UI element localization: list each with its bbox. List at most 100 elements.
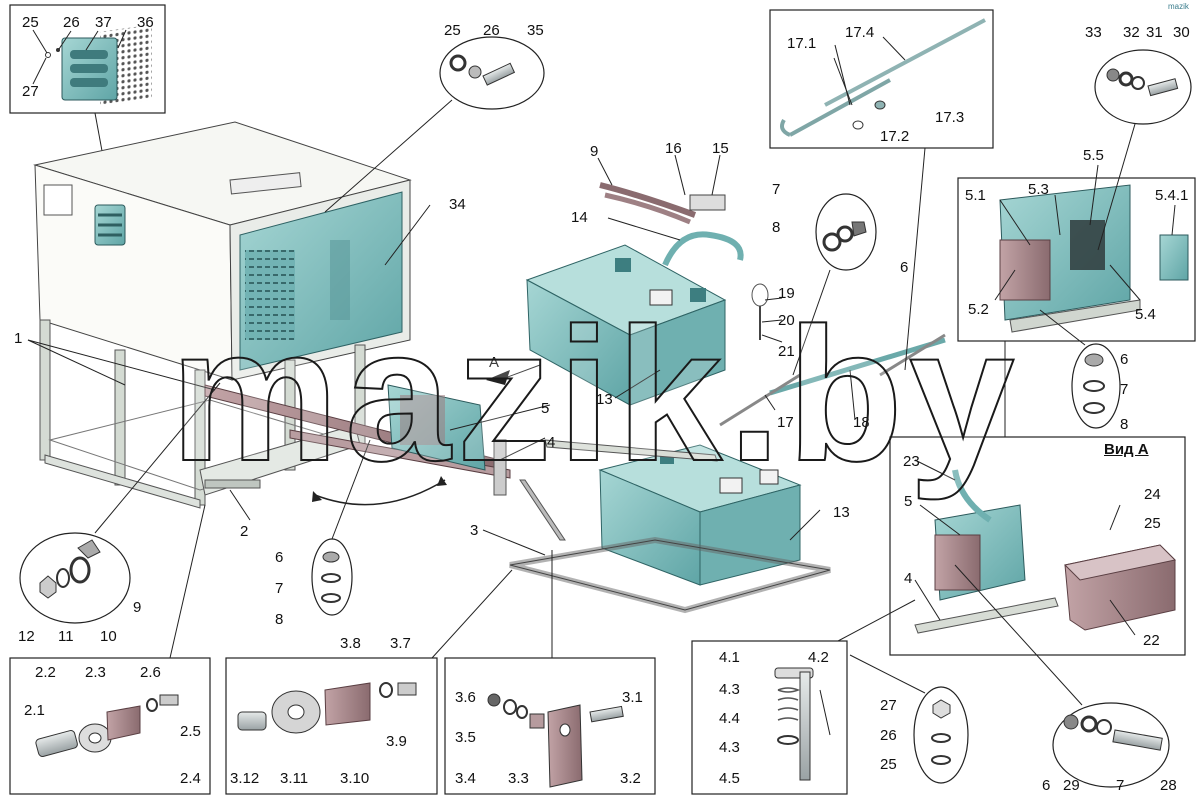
label-3-12: 3.12 — [230, 770, 259, 787]
label-13: 13 — [596, 391, 613, 408]
label-25: 25 — [444, 22, 461, 39]
label-4: 4 — [904, 570, 912, 587]
label-6: 6 — [900, 259, 908, 276]
label-24: 24 — [1144, 486, 1161, 503]
part-labels: 25 26 37 36 27 25 26 35 34 9 16 15 14 17… — [14, 14, 1190, 794]
label-5: 5 — [904, 493, 912, 510]
label-26: 26 — [63, 14, 80, 31]
label-29: 29 — [1063, 777, 1080, 794]
label-17: 17 — [777, 414, 794, 431]
label-26: 26 — [483, 22, 500, 39]
label-3-4: 3.4 — [455, 770, 476, 787]
label-5-2: 5.2 — [968, 301, 989, 318]
callout-terminal-9-12 — [19, 382, 221, 624]
callout-fasteners-6-28 — [954, 564, 1170, 788]
label-1: 1 — [14, 330, 22, 347]
label-30: 30 — [1173, 24, 1190, 41]
callout-washers-6-7-8-right — [1039, 309, 1121, 429]
battery-tray-frame — [509, 439, 831, 614]
detail-box-4-latch — [691, 599, 916, 795]
label-2-1: 2.1 — [24, 702, 45, 719]
label-28: 28 — [1160, 777, 1177, 794]
label-3-8: 3.8 — [340, 635, 361, 652]
label-34: 34 — [449, 196, 466, 213]
label-18: 18 — [853, 414, 870, 431]
label-8: 8 — [275, 611, 283, 628]
label-25: 25 — [22, 14, 39, 31]
label-22: 22 — [1143, 632, 1160, 649]
label-7: 7 — [1116, 777, 1124, 794]
detail-box-2 — [9, 504, 211, 795]
label-12: 12 — [18, 628, 35, 645]
label-25: 25 — [880, 756, 897, 773]
label-4-1: 4.1 — [719, 649, 740, 666]
label-13: 13 — [833, 504, 850, 521]
label-5-4: 5.4 — [1135, 306, 1156, 323]
label-16: 16 — [665, 140, 682, 157]
label-3-10: 3.10 — [340, 770, 369, 787]
label-8: 8 — [1120, 416, 1128, 433]
label-10: 10 — [100, 628, 117, 645]
label-7: 7 — [275, 580, 283, 597]
label-36: 36 — [137, 14, 154, 31]
label-2-4: 2.4 — [180, 770, 201, 787]
label-6: 6 — [275, 549, 283, 566]
label-3-6: 3.6 — [455, 689, 476, 706]
label-2-5: 2.5 — [180, 723, 201, 740]
label-21: 21 — [778, 343, 795, 360]
label-31: 31 — [1146, 24, 1163, 41]
corner-watermark: mazik — [1168, 2, 1189, 11]
label-4-4: 4.4 — [719, 710, 740, 727]
label-3-11: 3.11 — [280, 770, 308, 787]
label-19: 19 — [778, 285, 795, 302]
label-9: 9 — [133, 599, 141, 616]
label-3-9: 3.9 — [386, 733, 407, 750]
label-33: 33 — [1085, 24, 1102, 41]
label-4: 4 — [547, 434, 555, 451]
label-3-1: 3.1 — [622, 689, 643, 706]
callout-fasteners-25-26-27-bottom — [849, 654, 969, 784]
label-9: 9 — [590, 143, 598, 160]
label-14: 14 — [571, 209, 588, 226]
label-6: 6 — [1042, 777, 1050, 794]
label-37: 37 — [95, 14, 112, 31]
label-27: 27 — [880, 697, 897, 714]
label-5-1: 5.1 — [965, 187, 986, 204]
label-20: 20 — [778, 312, 795, 329]
label-11: 11 — [58, 628, 74, 645]
detail-box-3-movable — [444, 550, 656, 795]
label-2: 2 — [240, 523, 248, 540]
callout-washers-6-7-8-left — [311, 439, 371, 616]
slide-rail-and-holder — [204, 364, 541, 506]
label-5-3: 5.3 — [1028, 181, 1049, 198]
label-4-2: 4.2 — [808, 649, 829, 666]
detail-box-switch-holder — [957, 177, 1196, 500]
label-7: 7 — [772, 181, 780, 198]
callout-fasteners-30-33 — [1094, 49, 1192, 251]
label-23: 23 — [903, 453, 920, 470]
label-2-3: 2.3 — [85, 664, 106, 681]
label-17-4: 17.4 — [845, 24, 874, 41]
label-27: 27 — [22, 83, 39, 100]
label-32: 32 — [1123, 24, 1140, 41]
label-4-3: 4.3 — [719, 739, 740, 756]
label-3-7: 3.7 — [390, 635, 411, 652]
label-4-5: 4.5 — [719, 770, 740, 787]
label-3-5: 3.5 — [455, 729, 476, 746]
label-17-3: 17.3 — [935, 109, 964, 126]
leader-lines — [27, 44, 1176, 636]
label-5-5: 5.5 — [1083, 147, 1104, 164]
label-15: 15 — [712, 140, 729, 157]
detail-box-rods — [769, 9, 994, 371]
label-17-1: 17.1 — [787, 35, 816, 52]
label-2-2: 2.2 — [35, 664, 56, 681]
label-26: 26 — [880, 727, 897, 744]
label-7: 7 — [1120, 381, 1128, 398]
label-5-4-1: 5.4.1 — [1155, 187, 1188, 204]
cables-and-rods — [599, 182, 946, 427]
label-2-6: 2.6 — [140, 664, 161, 681]
label-3-3: 3.3 — [508, 770, 529, 787]
battery-upper — [525, 244, 727, 406]
label-6: 6 — [1120, 351, 1128, 368]
